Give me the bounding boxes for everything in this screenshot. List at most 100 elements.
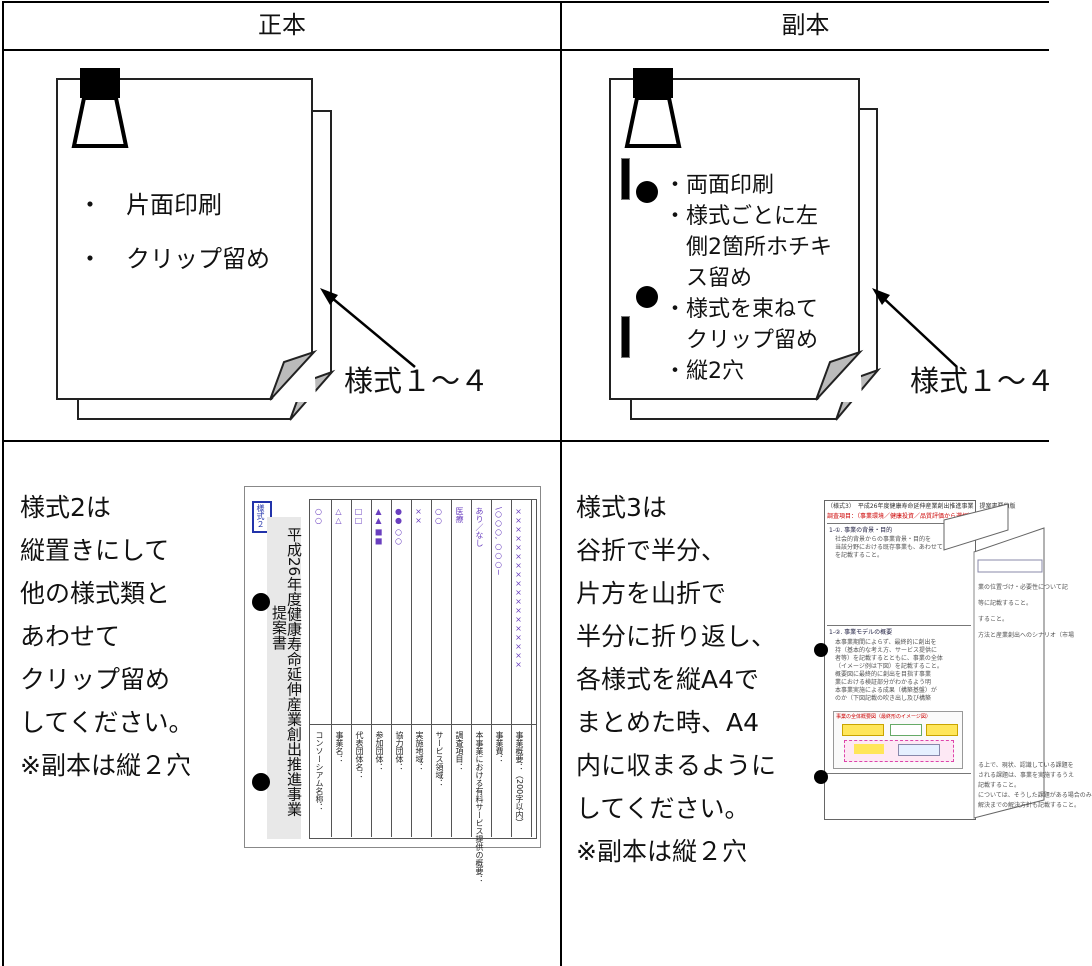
table-border-top	[2, 1, 1049, 3]
instruction-line: 側2箇所ホチキ	[664, 235, 832, 260]
table-column-rule	[471, 499, 472, 837]
table-column-rule	[531, 499, 532, 837]
table-row-label: 調査項目：	[455, 731, 464, 771]
instruction-line: ・縦2穴	[664, 359, 744, 384]
bullet-item: ・クリップ留め	[78, 245, 270, 273]
front-sheet	[56, 78, 313, 400]
table-row-label: 参加団体：	[375, 731, 384, 771]
table-row-label: 本事業における有料サービス提供の概要：	[475, 731, 484, 883]
table-column-rule	[431, 499, 432, 837]
instruction-line: ・両面印刷	[664, 173, 775, 198]
front-sheet-fold	[815, 349, 864, 402]
table-row-label: サービス領域：	[435, 731, 444, 787]
thumb-text-line: 方法と産業創出へのシナリオ（市場	[978, 632, 1075, 639]
thumb-text-line: すること。	[978, 616, 1009, 623]
table-row-label: 協力団体：	[395, 731, 404, 771]
table-divider-vertical	[560, 1, 562, 966]
table-row-value: \○○○, ○○○−	[494, 507, 503, 576]
note-line: 様式3は	[576, 493, 667, 522]
table-row-value: ××××××××××××××××××	[514, 507, 523, 669]
arrow-icon	[872, 288, 958, 368]
punch-hole-icon	[814, 770, 828, 784]
thumb-text-line: 本事業期間によらず、最終的に創出を	[835, 639, 937, 646]
punch-hole-icon	[636, 286, 658, 308]
header-seihon: 正本	[258, 11, 306, 39]
table-row-label: コンソーシアム名称：	[315, 731, 324, 811]
fukuhon-forms-label: 様式１～４	[910, 364, 1056, 398]
thumb-text-line: される課題は、事業を実施するうえ	[978, 772, 1075, 779]
fukuhon-instructions: ・両面印刷 ・様式ごとに左 側2箇所ホチキ ス留め ・様式を束ねて クリップ留め…	[664, 170, 832, 387]
thumb-text-line: のか（下図記載の吹き出し及び構築	[835, 695, 932, 702]
instruction-line: ・様式を束ねて	[664, 297, 819, 322]
note-line: ※副本は縦２穴	[576, 837, 747, 866]
note-line: 様式2は	[20, 493, 111, 522]
thumb-text-line: 概要図に最終的に創出を目指す事業	[835, 671, 932, 678]
form2-thumbnail: 様式２ 平成26年度健康寿命延伸産業創出推進事業 提案書 コンソーシアム名称：○…	[244, 486, 541, 883]
folded-flap	[943, 503, 1045, 819]
table-row-value: ××	[414, 507, 423, 525]
instruction-line: ス留め	[664, 266, 753, 291]
thumb-text-line: 者等）を記載するとともに、事業の全体	[835, 655, 943, 662]
thumb-text-line: 解決までの解決方針も記載すること。	[978, 802, 1081, 809]
thumb-text-line: 持（基本的な考え方、サービス提供に	[835, 647, 938, 654]
table-column-rule	[351, 499, 352, 837]
thumb-table	[309, 499, 537, 839]
instruction-line: クリップ留め	[664, 328, 819, 353]
table-row-value: ○○	[434, 507, 443, 525]
note-line: クリップ留め	[20, 665, 171, 694]
table-row-label: 実施地域：	[415, 731, 424, 771]
table-column-rule	[491, 499, 492, 837]
table-column-rule	[411, 499, 412, 837]
table-divider-header	[2, 49, 1049, 51]
table-column-rule	[371, 499, 372, 837]
note-line: 縦置きにして	[20, 536, 170, 565]
table-row-label: 事業名：	[335, 731, 344, 763]
note-line: まとめた時、A4	[576, 708, 760, 737]
clip-icon	[71, 68, 129, 148]
table-row-label: 代表団体名：	[355, 731, 364, 779]
thumb-title: 平成26年度健康寿命延伸産業創出推進事業	[285, 527, 303, 817]
table-row-value: □□	[354, 507, 363, 525]
note-line: 内に収まるように	[576, 751, 777, 780]
overview-diagram: 事業の全体概要図（最終形のイメージ図）	[833, 711, 963, 769]
table-row-value: 医療	[455, 507, 464, 523]
table-row-value: △△	[334, 507, 343, 525]
bullet-item: ・片面印刷	[78, 191, 222, 219]
table-row-label: 事業費：	[495, 731, 504, 763]
clip-icon	[624, 68, 682, 148]
table-row-value: ●● ○○	[394, 507, 403, 546]
table-row-label: 事業概要：（200字以内）	[515, 731, 524, 827]
instruction-line: ・様式ごとに左	[664, 204, 819, 229]
seihon-bullets: ・片面印刷 ・クリップ留め	[78, 178, 270, 286]
table-column-rule	[451, 499, 452, 837]
table-row-value: あり／なし	[475, 507, 484, 547]
table-row-value: ▲▲ ■■	[374, 507, 383, 546]
note-line: 各様式を縦A4で	[576, 665, 760, 694]
note-line: 谷折で半分、	[576, 536, 727, 565]
note-line: 半分に折り返し、	[576, 622, 777, 651]
form2-note: 様式2は 縦置きにして 他の様式類と あわせて クリップ留め してください。 ※…	[20, 486, 194, 787]
punch-hole-icon	[252, 773, 270, 791]
main-sheet: （様式3） 平成26年度健康寿命延伸産業創出推進事業 提案書要約版 調査項目：（…	[824, 500, 1015, 820]
table-column-rule	[331, 499, 332, 837]
punch-hole-icon	[814, 643, 828, 657]
thumb-text-line: については、そうした課題がある場合のみ	[978, 792, 1092, 799]
thumb-text-line: 記載すること。	[978, 782, 1021, 789]
note-line: してください。	[576, 794, 750, 823]
thumb-text-line: 等に記載すること。	[978, 600, 1033, 607]
staple-icon	[621, 158, 630, 200]
punch-hole-icon	[252, 593, 270, 611]
note-line: 他の様式類と	[20, 579, 171, 608]
table-row-value: ○○	[314, 507, 323, 525]
staple-icon	[621, 316, 630, 358]
note-line: あわせて	[20, 622, 121, 651]
thumb-text-line: （イメージ例は下図）を記載すること。	[835, 663, 943, 670]
seihon-forms-label: 様式１～４	[344, 364, 490, 398]
note-line: ※副本は縦２穴	[20, 751, 191, 780]
arrow-icon	[320, 288, 416, 368]
note-line: 片方を山折で	[576, 579, 727, 608]
thumb-text-line: 業の位置づけ・必要性について記	[978, 584, 1068, 591]
punch-hole-icon	[636, 181, 658, 203]
table-column-rule	[391, 499, 392, 837]
table-border-left	[2, 1, 4, 966]
